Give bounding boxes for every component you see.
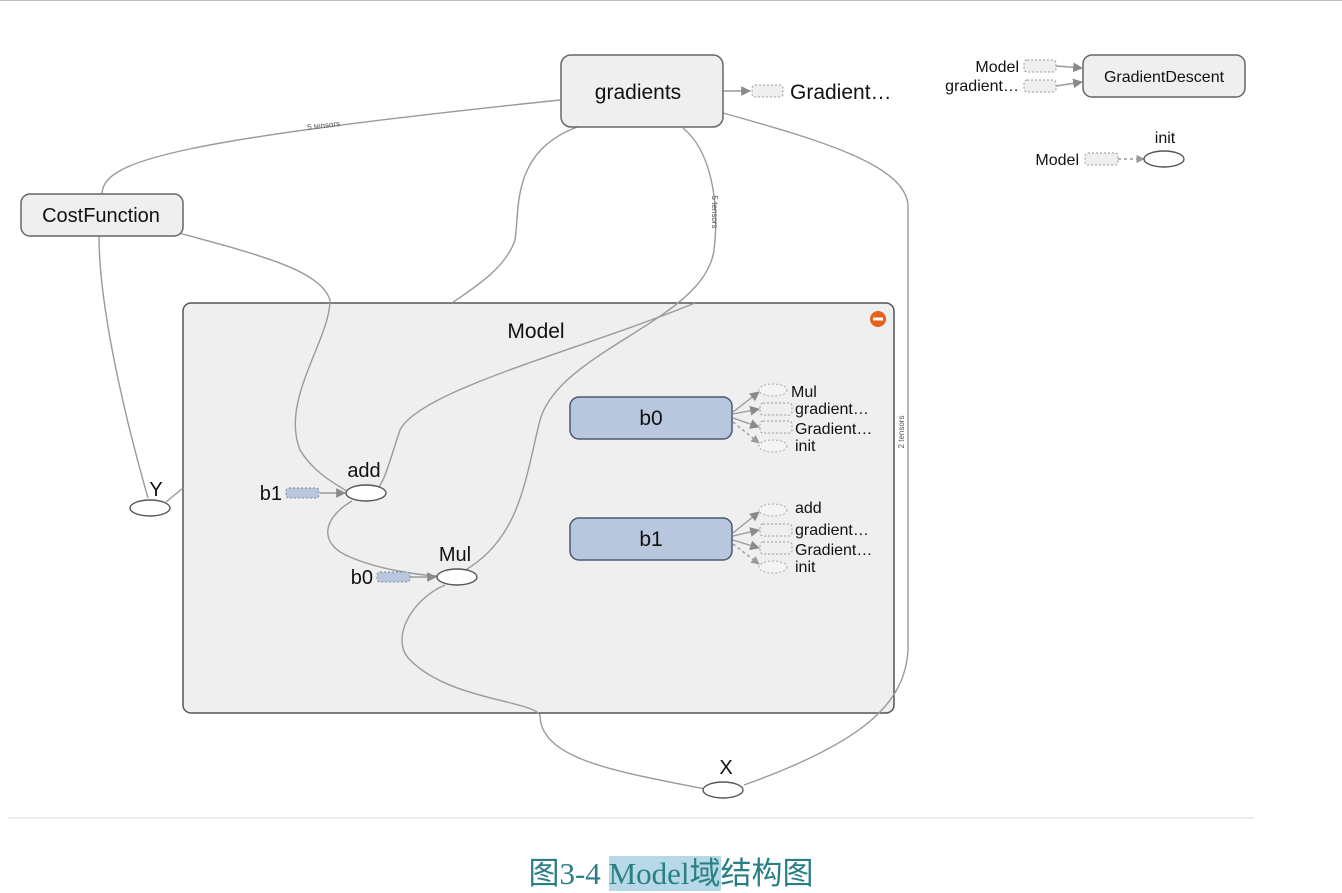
- add-op-label: add: [347, 460, 380, 482]
- mul-op-node[interactable]: Mul: [436, 544, 478, 586]
- caption-separator: [8, 817, 1254, 819]
- caption-prefix: 图3-4: [528, 856, 609, 891]
- edge-mul-x: [401, 584, 706, 790]
- y-node-label: Y: [149, 479, 162, 501]
- b1-node[interactable]: b1: [569, 517, 733, 561]
- b0-node-label: b0: [639, 407, 662, 430]
- mul-op-label: Mul: [439, 544, 471, 566]
- caption-highlight: Model域: [608, 856, 721, 891]
- gd-input-model-label: Model: [975, 59, 1019, 76]
- edge-b1-gradient2-out: [732, 539, 760, 551]
- edge-b1-add-out: [732, 511, 760, 534]
- edge-y-model: [165, 487, 184, 503]
- edge-b0-gradient-out: [732, 405, 760, 416]
- gd-input-gradient[interactable]: gradient…: [945, 78, 1057, 95]
- b0-output-0: Mul: [791, 384, 817, 401]
- b0-output-2: Gradient…: [795, 421, 872, 438]
- cost-function-label: CostFunction: [42, 205, 160, 227]
- edge-gradients-model: [451, 125, 581, 304]
- edge-gd-gradient: [1055, 78, 1083, 89]
- b0-input-node[interactable]: b0: [351, 567, 411, 589]
- b1-input-node[interactable]: b1: [260, 483, 320, 505]
- edge-gradients-x: [722, 112, 909, 786]
- x-node-label: X: [719, 757, 732, 779]
- edge-cost-add: [174, 231, 349, 493]
- edge-add-mul: [327, 500, 438, 577]
- graph-diagram: Model 5 tensors 5 tensors: [20, 54, 1246, 799]
- b1-output-0: add: [795, 500, 822, 517]
- top-border: [0, 0, 1342, 1]
- edge-gd-model: [1055, 62, 1083, 73]
- edge-label-cost-gradients: 5 tensors: [307, 119, 341, 132]
- edge-gradients-mul: [461, 127, 717, 573]
- b1-output-1: gradient…: [795, 522, 869, 539]
- b1-output-2: Gradient…: [795, 542, 872, 559]
- add-op-node[interactable]: add: [345, 460, 387, 502]
- gradient-descent-label: GradientDescent: [1104, 69, 1225, 86]
- edge-b0-mul-out: [732, 391, 760, 413]
- init-input-model[interactable]: Model: [1035, 152, 1119, 169]
- edge-label-gradients-x: 2 tensors: [897, 416, 906, 449]
- gd-input-gradient-label: gradient…: [945, 78, 1019, 95]
- gradients-node-label: gradients: [595, 81, 681, 104]
- collapse-icon[interactable]: [870, 311, 886, 327]
- init-node-label: init: [1155, 130, 1176, 147]
- b1-input-label: b1: [260, 483, 282, 505]
- y-node[interactable]: Y: [129, 479, 171, 517]
- b0-input-label: b0: [351, 567, 373, 589]
- b0-node[interactable]: b0: [569, 396, 733, 440]
- edge-b0-gradient2-out: [732, 417, 760, 429]
- init-node[interactable]: init: [1143, 130, 1185, 168]
- b1-outputs: add gradient… Gradient… init: [758, 500, 872, 576]
- edge-gradients-add: [377, 302, 696, 489]
- edge-cost-gradients: [101, 99, 561, 195]
- model-group-label: Model: [507, 320, 564, 343]
- init-input-model-label: Model: [1035, 152, 1079, 169]
- b1-output-3: init: [795, 559, 816, 576]
- x-node[interactable]: X: [702, 757, 744, 799]
- gd-input-model[interactable]: Model: [975, 59, 1057, 76]
- b0-output-1: gradient…: [795, 401, 869, 418]
- gradients-output-node[interactable]: Gradient…: [751, 81, 892, 104]
- figure-caption: 图3-4 Model域结构图: [0, 848, 1342, 893]
- b0-outputs: Mul gradient… Gradient… init: [758, 383, 872, 455]
- edge-b1-gradient-out: [732, 527, 760, 537]
- gradients-node[interactable]: gradients: [560, 54, 724, 128]
- caption-suffix: 结构图: [720, 856, 814, 891]
- cost-function-node[interactable]: CostFunction: [20, 193, 184, 237]
- b0-output-3: init: [795, 438, 816, 455]
- b1-node-label: b1: [639, 528, 662, 551]
- gradient-descent-node[interactable]: GradientDescent: [1082, 54, 1246, 98]
- model-group[interactable]: Model: [182, 302, 895, 714]
- edge-cost-y: [98, 235, 149, 499]
- edges: [98, 62, 1145, 790]
- gradients-output-label: Gradient…: [790, 81, 892, 104]
- edge-label-gradients-model: 5 tensors: [710, 196, 719, 229]
